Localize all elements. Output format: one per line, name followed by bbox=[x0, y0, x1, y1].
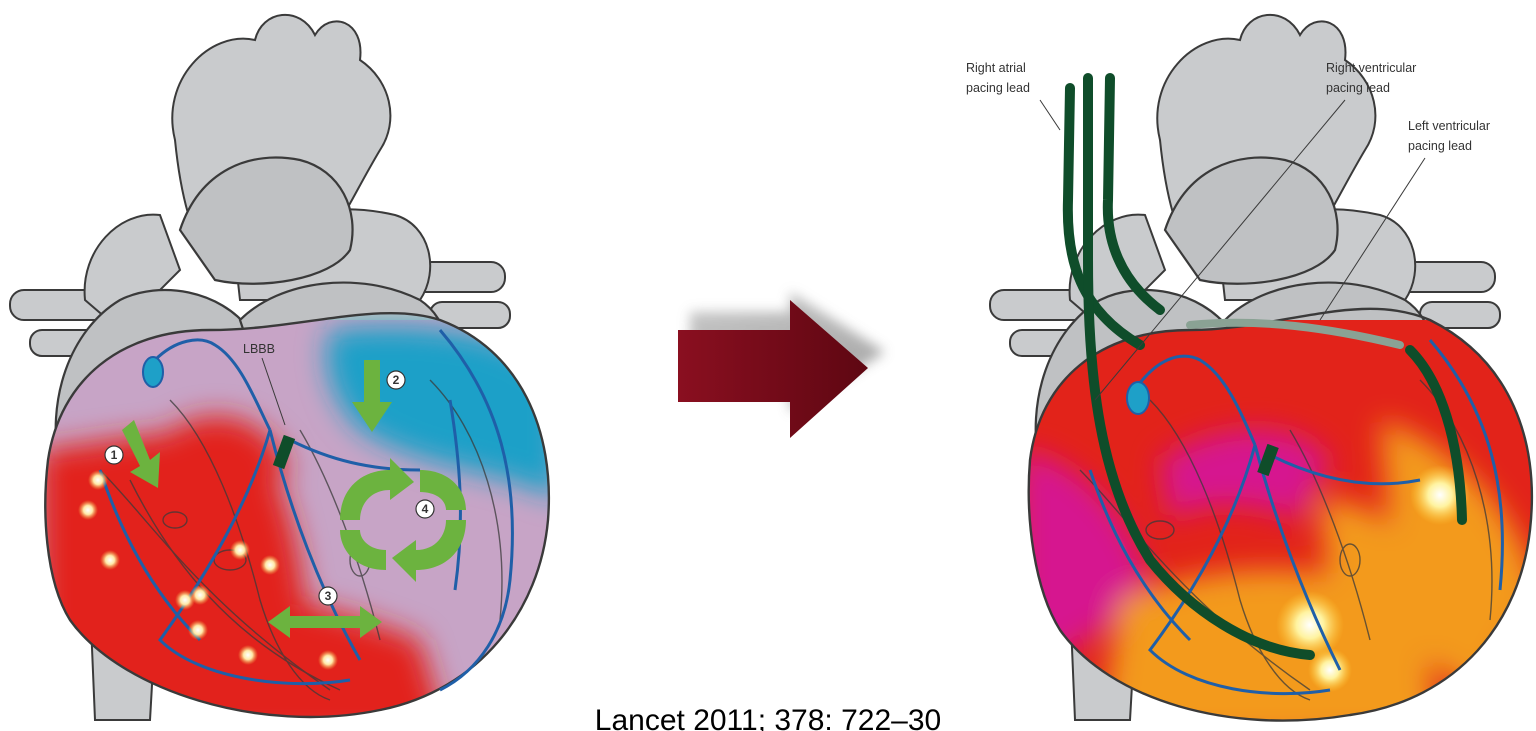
right-heart-crt: Right atrial pacing lead Right ventricul… bbox=[966, 15, 1536, 731]
label-right-atrial-lead: Right atrial pacing lead bbox=[966, 61, 1060, 130]
svg-text:1: 1 bbox=[111, 448, 118, 462]
svg-text:pacing lead: pacing lead bbox=[966, 81, 1030, 95]
svg-text:2: 2 bbox=[393, 373, 400, 387]
right-sinus-node bbox=[1127, 382, 1149, 414]
marker-2: 2 bbox=[387, 371, 405, 389]
svg-text:pacing lead: pacing lead bbox=[1408, 139, 1472, 153]
marker-1: 1 bbox=[105, 446, 123, 464]
svg-text:4: 4 bbox=[422, 502, 429, 516]
transition-arrow bbox=[678, 292, 885, 438]
left-heart-lbbb: 1 2 3 4 LBBB bbox=[10, 15, 560, 731]
svg-text:Right atrial: Right atrial bbox=[966, 61, 1026, 75]
svg-text:3: 3 bbox=[325, 589, 332, 603]
label-lbbb: LBBB bbox=[243, 342, 275, 356]
sinus-node bbox=[143, 357, 163, 387]
svg-text:Left ventricular: Left ventricular bbox=[1408, 119, 1490, 133]
svg-text:pacing lead: pacing lead bbox=[1326, 81, 1390, 95]
marker-3: 3 bbox=[319, 587, 337, 605]
source-caption: Lancet 2011; 378: 722–30 bbox=[0, 706, 1536, 731]
marker-4: 4 bbox=[416, 500, 434, 518]
svg-text:Right ventricular: Right ventricular bbox=[1326, 61, 1416, 75]
